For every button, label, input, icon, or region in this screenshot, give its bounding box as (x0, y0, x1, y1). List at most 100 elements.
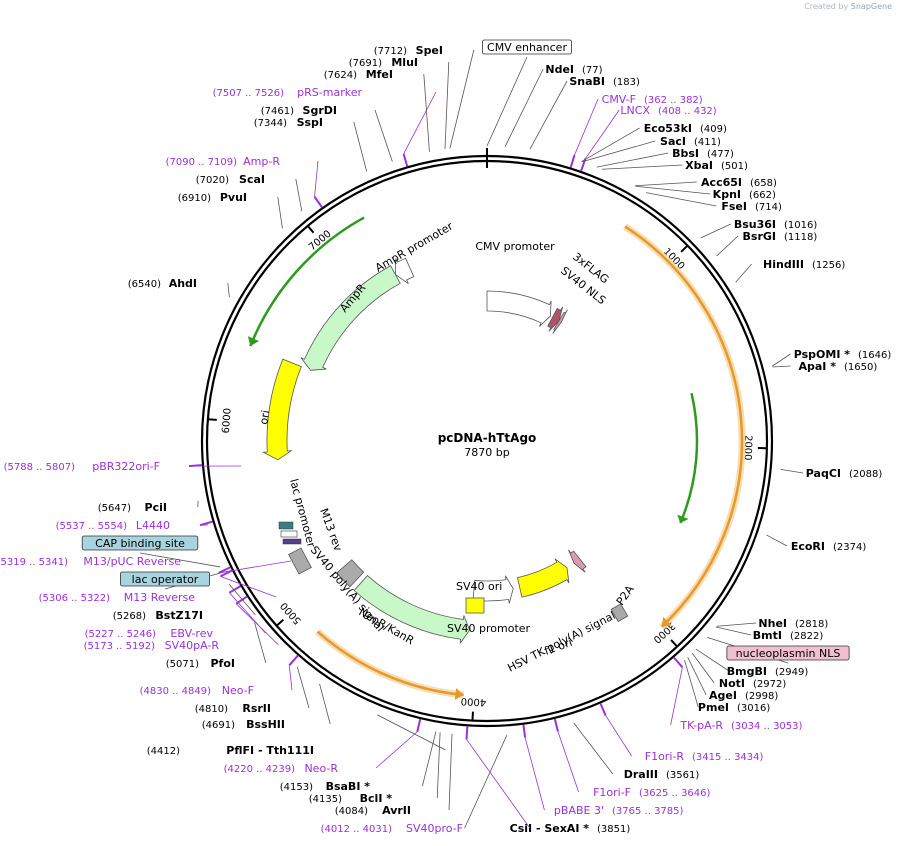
primer-mark (199, 520, 213, 527)
feature-sv40-ori (465, 597, 485, 614)
site-position: (7090 .. 7109) (166, 157, 238, 168)
feature-ampr-promoter (395, 257, 415, 284)
site-position: (2998) (745, 691, 778, 702)
primer-label: LNCX (620, 104, 650, 117)
site-labels: CMV enhancerNdeI(77)SnaBI(183)CMV-F(362 … (0, 39, 891, 835)
site-label: PfoI (211, 657, 236, 670)
primer-label: CMV-F (602, 93, 636, 106)
site-leader-line (635, 185, 711, 195)
site-leader-line (735, 263, 752, 283)
primer-label: F1ori-R (645, 750, 685, 763)
site-position: (2088) (849, 469, 882, 480)
site-position: (1118) (784, 232, 817, 243)
site-label: PspOMI * (794, 348, 851, 361)
site-position: (362 .. 382) (644, 95, 703, 106)
primer-mark (313, 196, 323, 208)
site-label: BsrGI (743, 230, 776, 243)
feature-arrows (247, 216, 746, 701)
site-label: NheI (758, 617, 787, 630)
site-position: (4412) (147, 746, 180, 757)
site-leader-line (466, 739, 531, 829)
primer-label: Neo-R (304, 762, 338, 775)
site-leader-line (585, 109, 620, 159)
label-sv40-promoter: SV40 promoter (447, 622, 531, 635)
feature-box-label: nucleoplasmin NLS (736, 647, 841, 660)
site-leader-line (601, 164, 683, 170)
site-leader-line (227, 282, 230, 298)
site-position: (7020) (196, 175, 229, 186)
primer-label: M13/pUC Reverse (83, 555, 181, 568)
watermark-brand: SnapGene (850, 2, 892, 11)
feature-sv40-nls (552, 309, 568, 334)
site-label: SspI (297, 116, 323, 129)
watermark-text: Created by (804, 2, 849, 11)
primer-mark (402, 153, 409, 167)
feature-hsv-tk-box (610, 603, 629, 623)
site-position: (5788 .. 5807) (4, 462, 76, 473)
site-label: BssHII (246, 718, 285, 731)
primer-label: Amp-R (243, 155, 280, 168)
site-leader-line (716, 235, 739, 257)
plasmid-name: pcDNA-hTtAgo (438, 431, 537, 445)
site-position: (77) (582, 65, 603, 76)
site-position: (7344) (254, 118, 287, 129)
primer-mark (416, 718, 422, 732)
site-leader-line (573, 722, 614, 775)
site-leader-line (464, 735, 508, 829)
site-leader-line (254, 622, 267, 664)
primer-mark (218, 566, 231, 574)
feature-sv40-polya-box (288, 547, 312, 575)
site-leader-line (581, 140, 656, 163)
plasmid-backbone (200, 148, 774, 728)
site-leader-line (687, 657, 707, 696)
site-position: (7461) (261, 106, 294, 117)
site-position: (6910) (178, 193, 211, 204)
site-label: PaqCI (806, 467, 841, 480)
site-position: (2374) (833, 542, 866, 553)
site-leader-line (646, 192, 717, 207)
site-label: BsaBI * (326, 780, 371, 793)
site-position: (3765 .. 3785) (612, 806, 684, 817)
site-label: BbsI (672, 147, 699, 160)
site-position: (7691) (349, 58, 382, 69)
feature-glow (623, 223, 746, 630)
site-position: (658) (750, 178, 777, 189)
site-position: (4830 .. 4849) (140, 686, 212, 697)
site-position: (408 .. 432) (658, 106, 717, 117)
site-position: (3034 .. 3053) (731, 721, 803, 732)
site-position: (5647) (98, 503, 131, 514)
label-f1-ori: f1 ori (543, 636, 574, 658)
site-position: (3561) (666, 770, 699, 781)
site-position: (1016) (784, 220, 817, 231)
site-position: (411) (694, 137, 721, 148)
site-label: MfeI (366, 68, 393, 81)
snapgene-watermark: Created by SnapGene (804, 2, 892, 11)
site-leader-line (691, 652, 715, 684)
feature-ampr (300, 265, 401, 371)
site-leader-line (228, 583, 256, 616)
site-leader-line (277, 196, 283, 229)
feature-neor-kanr (353, 574, 471, 644)
site-label: AgeI (709, 689, 737, 702)
site-position: (714) (755, 202, 782, 213)
site-label: Acc65I (701, 176, 742, 189)
feature-ori (261, 358, 302, 461)
site-position: (2822) (790, 631, 823, 642)
feature-box (120, 571, 210, 587)
site-position: (5537 .. 5554) (56, 521, 128, 532)
site-label: FseI (721, 200, 747, 213)
site-position: (7712) (374, 46, 407, 57)
site-position: (4691) (202, 720, 235, 731)
site-leader-line (780, 468, 804, 474)
primer-label: SV40pA-R (165, 639, 220, 652)
primer-label: EBV-rev (170, 627, 213, 640)
site-position: (1646) (858, 350, 891, 361)
feature-sv40-poly-a-signal (336, 559, 365, 588)
site-leader-line (220, 575, 277, 598)
primer-label: pBABE 3' (554, 804, 604, 817)
site-label: RsrII (242, 702, 271, 715)
site-label: Eco53kI (644, 122, 692, 135)
site-position: (4810) (195, 704, 228, 715)
site-label: SpeI (416, 44, 443, 57)
feature-line (316, 630, 464, 697)
